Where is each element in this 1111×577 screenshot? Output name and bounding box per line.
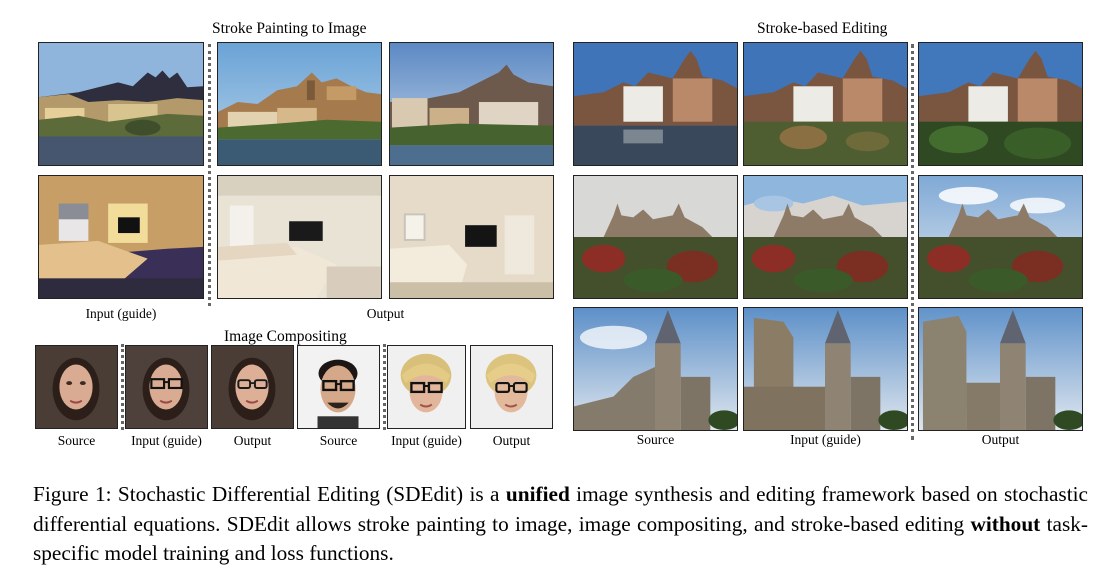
- editing-church-source-image: [573, 307, 738, 431]
- stroke-painting-title: Stroke Painting to Image: [212, 20, 367, 37]
- editing-cathedral-output-image: [918, 175, 1083, 299]
- image-compositing-title: Image Compositing: [224, 328, 347, 345]
- compositing-divider-2: [383, 344, 386, 430]
- compositing-source-2-image: [297, 345, 380, 429]
- stroke-editing-divider: [911, 44, 914, 440]
- compositing-label-output-1: Output: [233, 433, 272, 448]
- stroke-painting-output-label: Output: [366, 306, 405, 321]
- stroke-castle-input-image: [38, 42, 204, 166]
- stroke-editing-title: Stroke-based Editing: [757, 20, 888, 37]
- compositing-input-2-image: [387, 345, 466, 429]
- caption-suffix: task-specific model training and loss fu…: [33, 511, 1088, 566]
- compositing-source-1-image: [35, 345, 118, 429]
- figure-caption: Figure 1: Stochastic Differential Editin…: [33, 480, 1088, 569]
- caption-middle: image synthesis and editing framework ba…: [33, 482, 1088, 536]
- editing-label-source: Source: [636, 432, 675, 447]
- compositing-label-source-1: Source: [57, 433, 96, 448]
- compositing-output-1-image: [211, 345, 294, 429]
- editing-label-output: Output: [981, 432, 1020, 447]
- stroke-bedroom-output-1-image: [217, 175, 382, 299]
- caption-bold-unified: unified: [505, 482, 570, 506]
- editing-cathedral-source-image: [573, 175, 738, 299]
- editing-label-input: Input (guide): [790, 432, 861, 447]
- editing-canal-input-image: [743, 42, 908, 166]
- compositing-output-2-image: [470, 345, 553, 429]
- editing-canal-output-image: [918, 42, 1083, 166]
- editing-church-input-image: [743, 307, 908, 431]
- compositing-label-input-1: Input (guide): [131, 433, 202, 448]
- stroke-bedroom-input-image: [38, 175, 204, 299]
- editing-church-output-image: [918, 307, 1083, 431]
- compositing-divider-1: [121, 344, 124, 430]
- compositing-input-1-image: [125, 345, 208, 429]
- stroke-bedroom-output-2-image: [389, 175, 554, 299]
- compositing-label-source-2: Source: [319, 433, 358, 448]
- compositing-label-output-2: Output: [492, 433, 531, 448]
- caption-prefix: Figure 1: Stochastic Differential Editin…: [33, 482, 506, 506]
- stroke-painting-input-label: Input (guide): [85, 306, 157, 321]
- caption-bold-without: without: [970, 511, 1041, 536]
- editing-cathedral-input-image: [743, 175, 908, 299]
- compositing-label-input-2: Input (guide): [391, 433, 462, 448]
- stroke-painting-divider: [208, 44, 211, 306]
- stroke-castle-output-1-image: [217, 42, 382, 166]
- editing-canal-source-image: [573, 42, 738, 166]
- stroke-castle-output-2-image: [389, 42, 554, 166]
